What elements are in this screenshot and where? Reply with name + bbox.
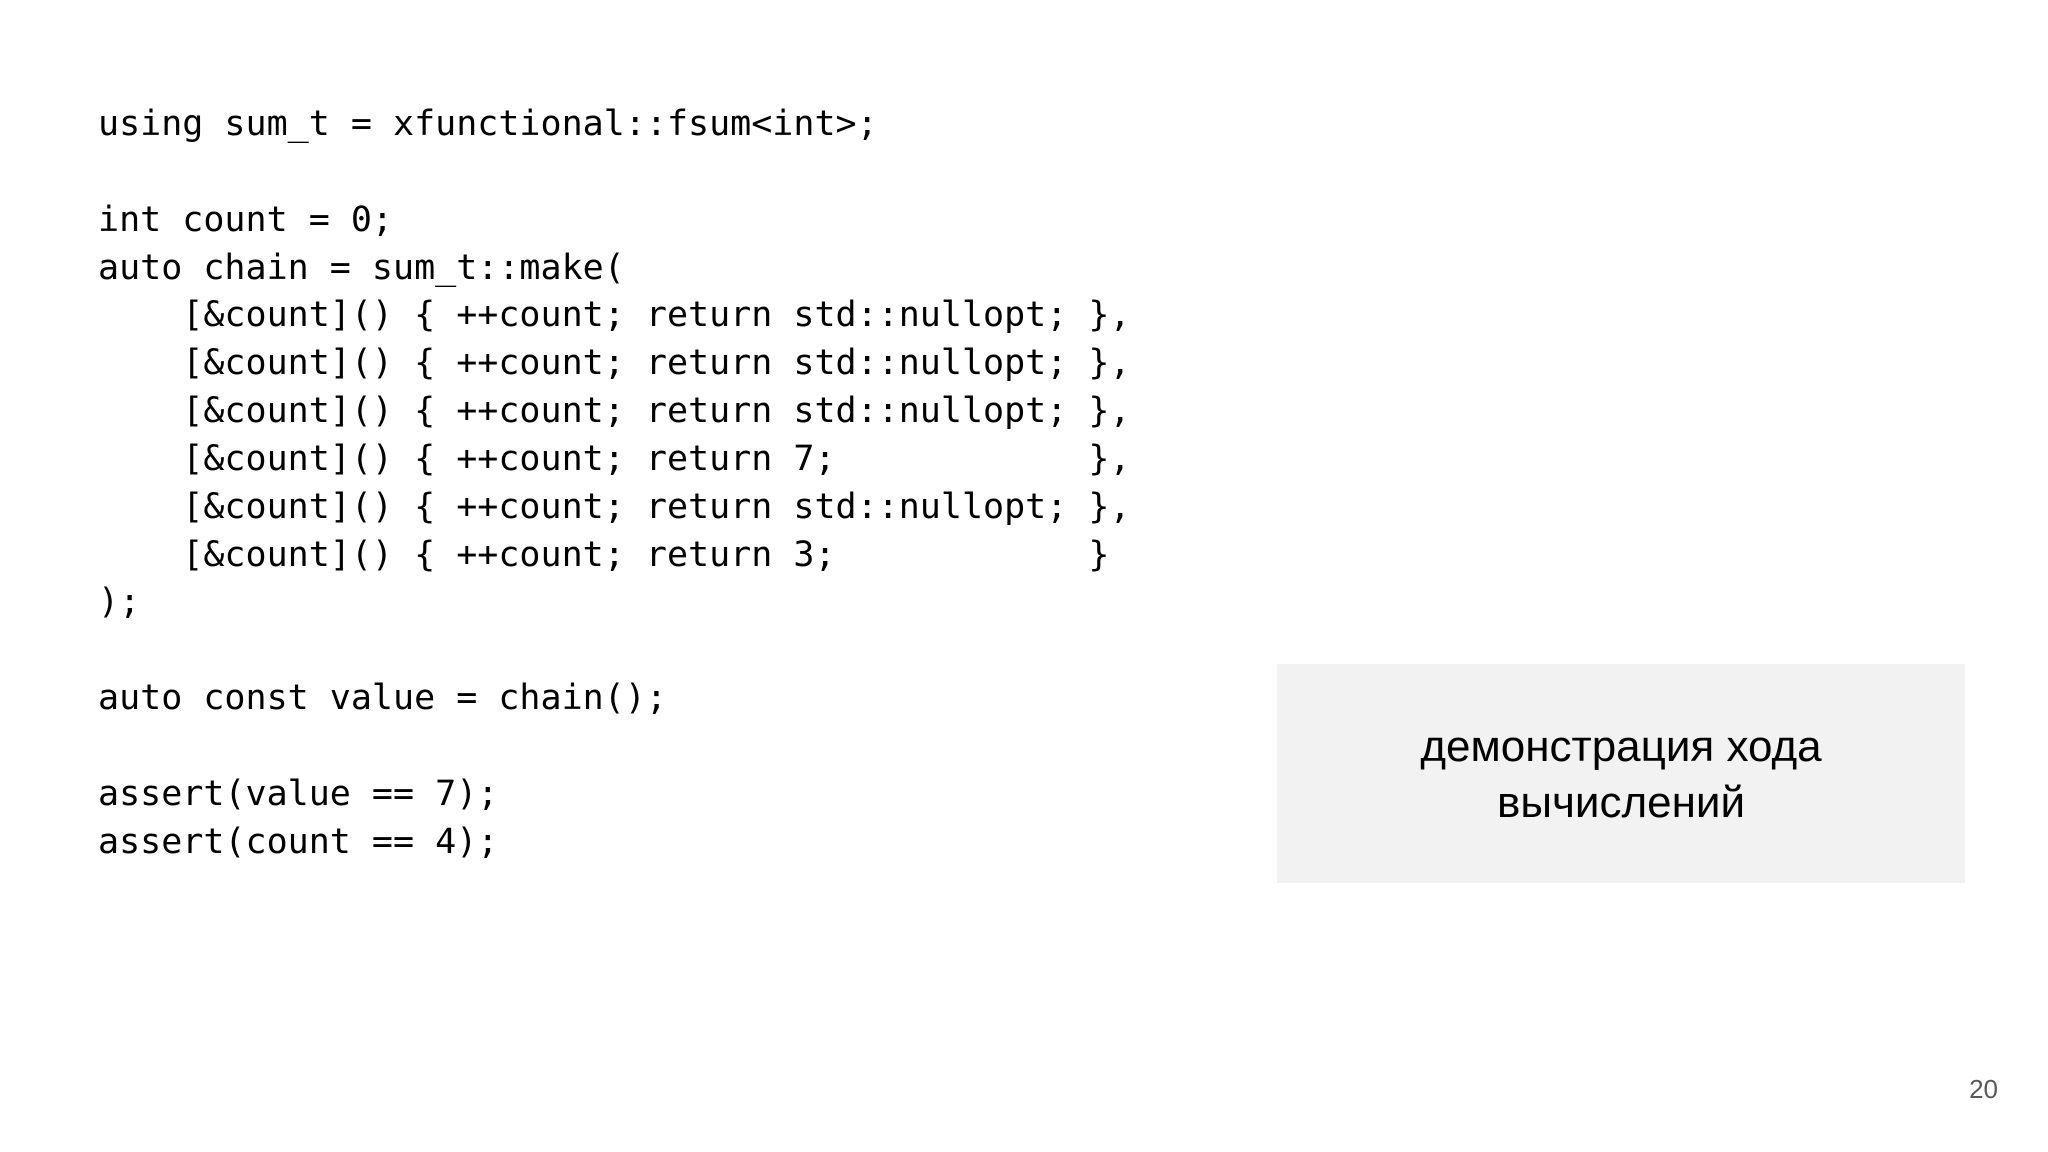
code-block: using sum_t = xfunctional::fsum<int>;int… xyxy=(98,101,1131,867)
code-line-count-init: int count = 0; xyxy=(98,199,394,240)
code-line-blank xyxy=(98,149,1131,197)
code-line-lambda-2: [&count]() { ++count; return std::nullop… xyxy=(98,343,1131,384)
callout-line-2: вычислений xyxy=(1496,777,1746,827)
code-line-lambda-5: [&count]() { ++count; return std::nullop… xyxy=(98,486,1131,527)
code-line-using: using sum_t = xfunctional::fsum<int>; xyxy=(98,104,878,144)
code-line-blank xyxy=(98,627,1131,675)
code-line-lambda-1: [&count]() { ++count; return std::nullop… xyxy=(98,295,1131,336)
code-line-assert-value: assert(value == 7); xyxy=(98,773,499,814)
page-number: 20 xyxy=(1969,1074,1998,1104)
code-line-assert-count: assert(count == 4); xyxy=(98,821,499,862)
code-line-blank xyxy=(98,723,1131,771)
callout-text: демонстрация хода вычислений xyxy=(1420,719,1821,831)
code-line-value: auto const value = chain(); xyxy=(98,678,667,719)
code-line-lambda-4: [&count]() { ++count; return 7; }, xyxy=(98,438,1131,479)
callout-box: демонстрация хода вычислений xyxy=(1277,664,1965,883)
code-line-lambda-6: [&count]() { ++count; return 3; } xyxy=(98,534,1110,575)
code-line-lambda-3: [&count]() { ++count; return std::nullop… xyxy=(98,391,1131,432)
code-line-close-paren: ); xyxy=(98,582,141,623)
code-line-chain-make: auto chain = sum_t::make( xyxy=(98,247,625,288)
callout-line-1: демонстрация хода xyxy=(1420,721,1822,771)
